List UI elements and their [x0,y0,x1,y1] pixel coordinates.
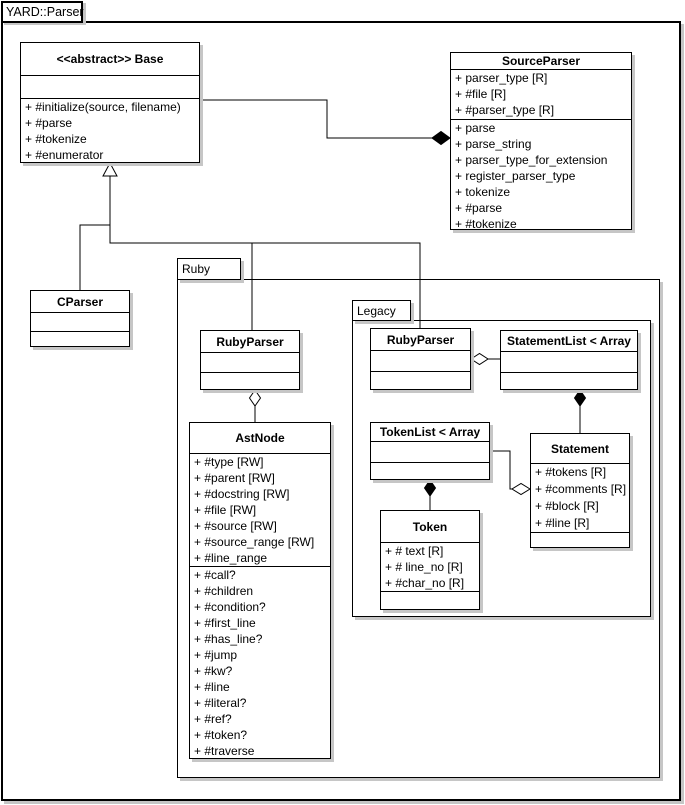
class-name: Statement [550,441,609,456]
methods-section [201,372,299,389]
methods-section: + parse + parse_string + parser_type_for… [451,119,631,229]
attributes-section: + # text [R] + # line_no [R] + #char_no … [381,542,479,591]
class-member: + #traverse [194,744,255,758]
class-member: + register_parser_type [455,169,576,183]
class-member: + #call? [194,568,236,582]
class-box-token: Token + # text [R] + # line_no [R] + #ch… [380,510,480,610]
methods-section [371,462,489,479]
class-member: + #initialize(source, filename) [25,100,181,114]
class-member: + #type [RW] [194,455,264,469]
class-name: RubyParser [386,332,455,347]
class-name: RubyParser [216,334,284,349]
package-ruby-label: Ruby [182,262,211,276]
class-member: + #source [RW] [194,519,277,533]
diagram-title: YARD::Parser [6,5,84,19]
attributes-section [31,312,129,331]
class-name: <<abstract>> Base [56,52,164,66]
class-name: AstNode [235,431,285,445]
class-box-ruby-rubyparser: RubyParser [200,330,300,390]
class-box-statement: Statement + #tokens [R] + #comments [R] … [530,433,630,548]
class-member: + # text [R] [385,544,444,558]
attributes-section [21,75,199,98]
class-member: + #token? [194,728,248,742]
diagram-title-tab: YARD::Parser [1,1,84,23]
class-member: + #children [194,584,254,598]
class-name: Token [412,519,448,534]
class-box-cparser: CParser [30,290,130,347]
package-legacy-label: Legacy [357,303,396,318]
class-member: + #enumerator [25,148,104,162]
attributes-section [201,352,299,372]
class-box-astnode: AstNode + #type [RW] + #parent [RW] + #d… [189,422,331,759]
methods-section [531,532,629,547]
class-name: TokenList < Array [379,425,481,439]
class-member: + # line_no [R] [385,560,463,574]
class-member: + #condition? [194,600,266,614]
class-member: + #line [194,680,230,694]
class-member: + #has_line? [194,632,263,646]
class-member: + #parse [25,116,73,130]
class-member: + #comments [R] [535,482,627,496]
class-box-base: <<abstract>> Base + #initialize(source, … [20,42,200,163]
class-box-statementlist: StatementList < Array [500,330,638,390]
class-member: + #literal? [194,696,247,710]
package-ruby-tab: Ruby [177,258,241,280]
class-member: + #jump [194,648,238,662]
methods-section [381,591,479,609]
class-member: + #tokens [R] [535,465,607,479]
class-member: + parse [455,121,496,135]
class-member: + #tokenize [25,132,87,146]
class-box-legacy-rubyparser: RubyParser [370,328,471,390]
attributes-section: + #tokens [R] + #comments [R] + #block [… [531,463,629,532]
attributes-section [371,350,470,371]
class-member: + #parse [455,201,503,215]
attributes-section: + parser_type [R] + #file [R] + #parser_… [451,69,631,119]
methods-section: + #initialize(source, filename) + #parse… [21,98,199,162]
attributes-section: + #type [RW] + #parent [RW] + #docstring… [190,453,330,566]
methods-section [31,331,129,346]
class-member: + parser_type_for_extension [455,153,608,167]
class-box-tokenlist: TokenList < Array [370,422,490,480]
class-member: + #line_range [194,551,268,565]
class-member: + #file [RW] [194,503,257,517]
methods-section: + #call? + #children + #condition? + #fi… [190,566,330,758]
class-member: + #parser_type [R] [455,103,555,117]
class-member: + #docstring [RW] [194,487,290,501]
class-member: + #source_range [RW] [194,535,315,549]
methods-section [371,371,470,389]
class-name: CParser [56,294,104,309]
class-member: + #line [R] [535,516,590,530]
class-member: + tokenize [455,185,511,199]
attributes-section [371,441,489,462]
class-member: + #first_line [194,616,256,630]
class-member: + parse_string [455,137,532,151]
package-legacy-tab: Legacy [352,300,411,321]
class-member: + #parent [RW] [194,471,275,485]
methods-section [501,372,637,389]
class-member: + #ref? [194,712,232,726]
class-member: + #char_no [R] [385,576,465,590]
attributes-section [501,351,637,372]
class-member: + #block [R] [535,499,599,513]
class-member: + #file [R] [455,87,507,101]
class-name: StatementList < Array [507,334,631,348]
class-name: SourceParser [501,54,581,68]
class-member: + #kw? [194,664,233,678]
class-member: + #tokenize [455,217,517,229]
class-box-sourceparser: SourceParser + parser_type [R] + #file [… [450,52,632,230]
class-member: + parser_type [R] [455,71,548,85]
